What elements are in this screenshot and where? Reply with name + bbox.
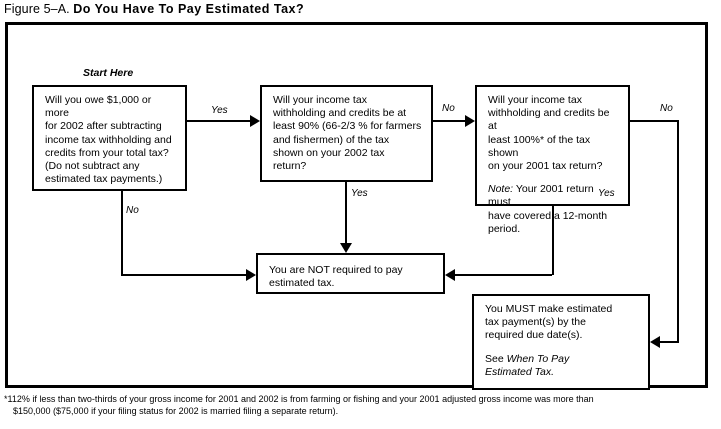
must-pay-line-1: You MUST make estimated <box>485 303 613 315</box>
edge-label-q3-no: No <box>660 103 673 114</box>
connector-q1-yes-line <box>187 120 250 122</box>
q3-note-line-1: Note: Your 2001 return must <box>488 183 619 209</box>
connector-q3-no-hline-bottom <box>660 341 679 343</box>
connector-q2-no-arrowhead <box>465 115 475 127</box>
footnote: *112% if less than two-thirds of your gr… <box>4 393 718 417</box>
edge-label-q1-yes: Yes <box>211 105 228 116</box>
edge-label-q2-yes: Yes <box>351 188 368 199</box>
q2-line-5: shown on your 2002 tax <box>273 146 385 159</box>
connector-q2-yes-vline <box>345 182 347 244</box>
must-pay-line-3: required due date(s). <box>485 329 583 342</box>
not-required-line-1: You are NOT required to pay <box>269 264 403 276</box>
figure-name: Do You Have To Pay Estimated Tax? <box>73 2 305 16</box>
figure-number: Figure 5–A. <box>4 2 70 16</box>
page-title: Figure 5–A. Do You Have To Pay Estimated… <box>4 1 304 17</box>
edge-label-q1-no: No <box>126 205 139 216</box>
question-90-percent-2002-box: Will your income tax withholding and cre… <box>260 85 433 182</box>
q3-line-1: Will your income tax <box>488 94 582 106</box>
connector-q3-yes-arrowhead <box>445 269 455 281</box>
q3-note-label: Note: <box>488 183 514 196</box>
q3-line-3: least 100%* of the tax shown <box>488 133 591 159</box>
connector-q2-no-line <box>433 120 465 122</box>
connector-q1-yes-arrowhead <box>250 115 260 127</box>
q1-line-1: Will you owe $1,000 or more <box>45 94 152 120</box>
not-required-line-2: estimated tax. <box>269 277 335 290</box>
q2-line-3: least 90% (66-2/3 % for farmers <box>273 120 422 133</box>
connector-q3-no-vline <box>677 120 679 342</box>
outcome-must-pay-box: You MUST make estimated tax payment(s) b… <box>472 294 650 390</box>
footnote-line-2: $150,000 ($75,000 if your filing status … <box>13 406 339 416</box>
q3-note-line-3: period. <box>488 222 521 235</box>
q3-note-line-2: have covered a 12-month <box>488 209 608 222</box>
connector-q2-yes-arrowhead <box>340 243 352 253</box>
connector-q1-no-hline <box>121 274 246 276</box>
connector-q3-no-arrowhead <box>650 336 660 348</box>
q3-line-4: on your 2001 tax return? <box>488 160 603 173</box>
start-here-label: Start Here <box>83 67 134 79</box>
connector-q3-yes-vline <box>552 206 554 275</box>
connector-q3-no-hline-top <box>630 120 679 122</box>
q3-note-text-1: Your 2001 return must <box>488 183 594 209</box>
outcome-not-required-box: You are NOT required to pay estimated ta… <box>256 253 445 294</box>
flowchart-frame: Start Here Will you owe $1,000 or more f… <box>5 22 708 390</box>
must-pay-line-2: tax payment(s) by the <box>485 316 586 329</box>
q2-line-1: Will your income tax <box>273 94 367 106</box>
q2-line-4: and fishermen) of the tax <box>273 133 390 146</box>
q1-line-2: for 2002 after subtracting <box>45 120 162 133</box>
q3-line-2: withholding and credits be at <box>488 107 610 133</box>
q1-line-3: income tax withholding and <box>45 133 172 146</box>
connector-q1-no-arrowhead <box>246 269 256 281</box>
q1-line-4: credits from your total tax? <box>45 146 169 159</box>
footnote-line-1: *112% if less than two-thirds of your gr… <box>4 394 594 404</box>
connector-q1-no-vline <box>121 191 123 275</box>
q2-line-2: withholding and credits be at <box>273 107 407 120</box>
edge-label-q3-yes: Yes <box>598 188 615 199</box>
q2-line-6: return? <box>273 160 307 173</box>
question-owe-1000-box: Will you owe $1,000 or more for 2002 aft… <box>32 85 187 191</box>
see-reference-2: Estimated Tax. <box>485 365 555 378</box>
connector-q3-yes-hline <box>455 274 552 276</box>
q1-line-5: (Do not subtract any <box>45 160 140 173</box>
see-reference-1: When To Pay <box>506 352 570 365</box>
edge-label-q2-no: No <box>442 103 455 114</box>
see-prefix: See <box>485 352 507 365</box>
q1-line-6: estimated tax payments.) <box>45 173 163 186</box>
question-100-percent-2001-box: Will your income tax withholding and cre… <box>475 85 630 235</box>
must-pay-see-line-1: See When To Pay <box>485 353 639 366</box>
